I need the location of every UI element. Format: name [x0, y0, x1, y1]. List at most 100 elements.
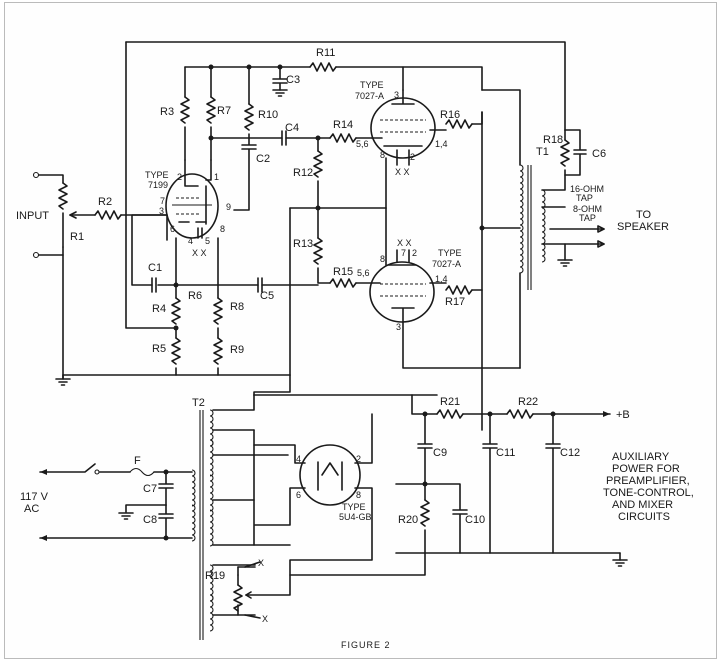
tube3-pin: 1,4 — [435, 274, 448, 284]
label-c1: C1 — [148, 262, 162, 274]
label-t1: T1 — [536, 146, 549, 158]
aux-line-3: PREAMPLIFIER, — [606, 475, 690, 487]
tap8-label: 8-OHM — [573, 204, 602, 214]
resistor-r16 — [445, 119, 473, 129]
resistor-r11 — [309, 62, 337, 72]
label-c7: C7 — [143, 483, 157, 495]
tube3-pin: 8 — [380, 254, 385, 264]
tube3-pin: 2 — [412, 248, 417, 258]
tube1-type: TYPE — [145, 170, 169, 180]
tube2-pin: 8 — [380, 150, 385, 160]
label-c3: C3 — [286, 74, 300, 86]
resistor-r7 — [206, 96, 216, 124]
tube1-pin: 6 — [170, 224, 175, 234]
transformer-t2 — [191, 409, 214, 640]
label-r18: R18 — [543, 134, 563, 146]
resistor-r10 — [244, 103, 254, 131]
label-r2: R2 — [98, 196, 112, 208]
rect-pin: 8 — [356, 490, 361, 500]
x-mark-top: X — [258, 558, 264, 568]
label-fuse: F — [134, 455, 141, 467]
label-r4: R4 — [152, 303, 166, 315]
label-c2: C2 — [256, 153, 270, 165]
tube3-pin: 7 — [401, 248, 406, 258]
ac-voltage-label: 117 V — [20, 491, 49, 503]
aux-line-4: TONE-CONTROL, — [603, 487, 694, 499]
input-jack-bottom — [32, 251, 40, 259]
tube1-pin: 3 — [159, 206, 164, 216]
rect-type: TYPE — [342, 502, 366, 512]
tap8-tap: TAP — [579, 213, 596, 223]
resistor-r5 — [171, 337, 181, 365]
label-r7: R7 — [217, 105, 231, 117]
ground-supply — [612, 559, 628, 567]
tube2-pin: 5,6 — [356, 139, 369, 149]
rect-pin: 6 — [296, 490, 301, 500]
label-c5: C5 — [260, 290, 274, 302]
label-r15: R15 — [333, 266, 353, 278]
label-r16: R16 — [440, 109, 460, 121]
resistor-r1 — [58, 182, 68, 210]
label-r5: R5 — [152, 343, 166, 355]
tube1-heater: X X — [192, 248, 207, 258]
label-c4: C4 — [285, 122, 299, 134]
input-jack-top — [32, 171, 40, 179]
tube2-heater: X X — [395, 167, 410, 177]
label-c8: C8 — [143, 514, 157, 526]
tube2-model: 7027-A — [355, 91, 384, 101]
tube2-pin: 2 — [410, 152, 415, 162]
input-label: INPUT — [16, 210, 49, 222]
tube1-pin: 7 — [160, 196, 165, 206]
label-r22: R22 — [518, 396, 538, 408]
aux-line-1: AUXILIARY — [612, 451, 670, 463]
resistor-r12 — [313, 150, 323, 178]
tube1-pin: 1 — [214, 172, 219, 182]
tube1-pin: 8 — [220, 224, 225, 234]
tube2-pin: 3 — [394, 90, 399, 100]
tube3-type: TYPE — [438, 248, 462, 258]
resistor-r8 — [213, 297, 223, 325]
label-r11: R11 — [316, 47, 335, 59]
tube1-pin: 9 — [226, 202, 231, 212]
label-r17: R17 — [445, 296, 465, 308]
label-c12: C12 — [560, 447, 580, 459]
tube3-pin: 3 — [396, 322, 401, 332]
tap16-label: 16-OHM — [570, 184, 604, 194]
label-r12: R12 — [293, 167, 313, 179]
speaker-label: SPEAKER — [617, 221, 669, 233]
tube1-pin: 5 — [205, 236, 210, 246]
resistor-r22 — [506, 409, 534, 419]
rect-pin: 4 — [296, 454, 301, 464]
tube2-type: TYPE — [360, 80, 384, 90]
label-c9: C9 — [433, 447, 447, 459]
tube1-pin: 2 — [177, 172, 182, 182]
label-r21: R21 — [440, 396, 460, 408]
ground-c3 — [272, 89, 288, 97]
resistor-r21 — [436, 409, 464, 419]
tube-7027a-bottom — [369, 249, 435, 323]
ground-mains — [118, 512, 134, 520]
label-r1: R1 — [70, 231, 84, 243]
tube-5u4gb — [299, 444, 361, 506]
resistor-r15 — [329, 278, 357, 288]
resistor-r9 — [213, 337, 223, 365]
label-r13: R13 — [293, 238, 313, 250]
label-r8: R8 — [230, 301, 244, 313]
to-label: TO — [636, 209, 652, 221]
resistor-r4 — [171, 297, 181, 325]
label-r20: R20 — [398, 514, 418, 526]
schematic-frame — [4, 2, 717, 659]
aux-line-6: CIRCUITS — [618, 511, 670, 523]
tube3-model: 7027-A — [432, 259, 461, 269]
label-r9: R9 — [230, 344, 244, 356]
tube-7027a-top — [370, 89, 436, 166]
plus-b-label: +B — [616, 409, 630, 421]
tube2-pin: 1,4 — [435, 139, 448, 149]
resistor-r17 — [445, 285, 473, 295]
ground-amp — [55, 378, 71, 386]
label-c6: C6 — [592, 148, 606, 160]
label-r3: R3 — [160, 106, 174, 118]
tube3-pin: 5,6 — [357, 268, 370, 278]
label-r6: R6 — [188, 290, 202, 302]
